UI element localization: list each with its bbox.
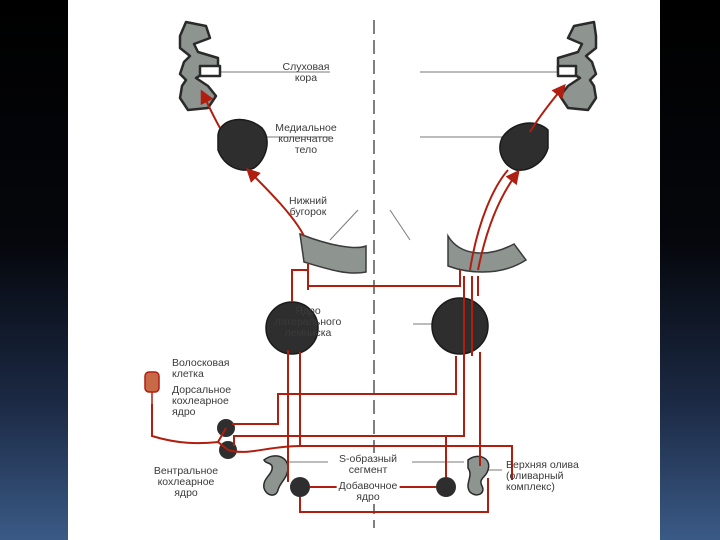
label-auditory-cortex: Слуховая кора	[283, 62, 330, 84]
label-s-segment: S-образный сегмент	[337, 453, 399, 477]
label-line: бугорок	[289, 206, 327, 218]
label-line: тело	[294, 144, 318, 156]
diagram-slide: Слуховая кора Медиальное коленчатое тело…	[68, 0, 660, 540]
label-medial-geniculate: Медиальное коленчатое тело	[275, 123, 336, 156]
label-line: Дорсальное	[172, 384, 232, 396]
label-line: коленчатое	[278, 133, 334, 145]
auditory-fibers	[151, 83, 566, 513]
label-accessory-nucleus: Добавочное ядро	[336, 480, 400, 504]
accessory-nucleus-right	[436, 477, 456, 497]
label-inferior-colliculus: Нижний бугорок	[289, 196, 327, 218]
label-line: Добавочное	[338, 480, 398, 492]
hair-cell-structure	[144, 371, 160, 404]
label-line: Слуховая	[282, 61, 330, 73]
label-line: кора	[294, 72, 318, 84]
medial-geniculate-left	[217, 118, 268, 171]
label-line: клетка	[172, 368, 204, 380]
label-line: Верхняя олива	[506, 459, 579, 471]
label-dorsal-cochlear-nucleus: Дорсальное кохлеарное ядро	[172, 385, 231, 418]
label-line: ядро	[172, 406, 196, 418]
auditory-cortex-right	[556, 20, 598, 112]
superior-olive-shape	[467, 455, 490, 496]
auditory-pathway-diagram	[144, 20, 598, 528]
auditory-cortex-left	[178, 20, 222, 112]
label-line: (оливарный	[506, 470, 564, 482]
label-line: кохлеарное	[157, 476, 215, 488]
label-line: кохлеарное	[172, 395, 229, 407]
label-line: S-образный	[339, 453, 397, 465]
label-line: лемниска	[284, 327, 332, 339]
label-line: Медиальное	[275, 122, 337, 134]
label-line: сегмент	[348, 464, 388, 476]
label-line: комплекс)	[506, 481, 555, 493]
medial-geniculate-right	[499, 122, 549, 171]
inferior-colliculus-right	[447, 233, 528, 273]
label-lateral-lemniscus-nucleus: Ядро латерального лемниска	[275, 306, 342, 339]
label-line: Нижний	[288, 195, 328, 207]
label-line: ядро	[174, 487, 198, 499]
inferior-colliculus-left	[299, 232, 367, 274]
label-ventral-cochlear-nucleus: Вентральное кохлеарное ядро	[154, 466, 218, 499]
label-line: ядро	[356, 491, 380, 503]
label-superior-olive: Верхняя олива (оливарный комплекс)	[506, 460, 579, 493]
label-hair-cell: Волосковая клетка	[172, 358, 229, 380]
label-line: Ядро	[295, 305, 321, 317]
lemniscus-nucleus-right	[431, 297, 489, 355]
label-line: Волосковая	[172, 357, 230, 369]
accessory-nucleus-left	[290, 477, 310, 497]
label-line: латерального	[274, 316, 342, 328]
s-segment-shape	[263, 455, 289, 496]
label-line: Вентральное	[153, 465, 219, 477]
